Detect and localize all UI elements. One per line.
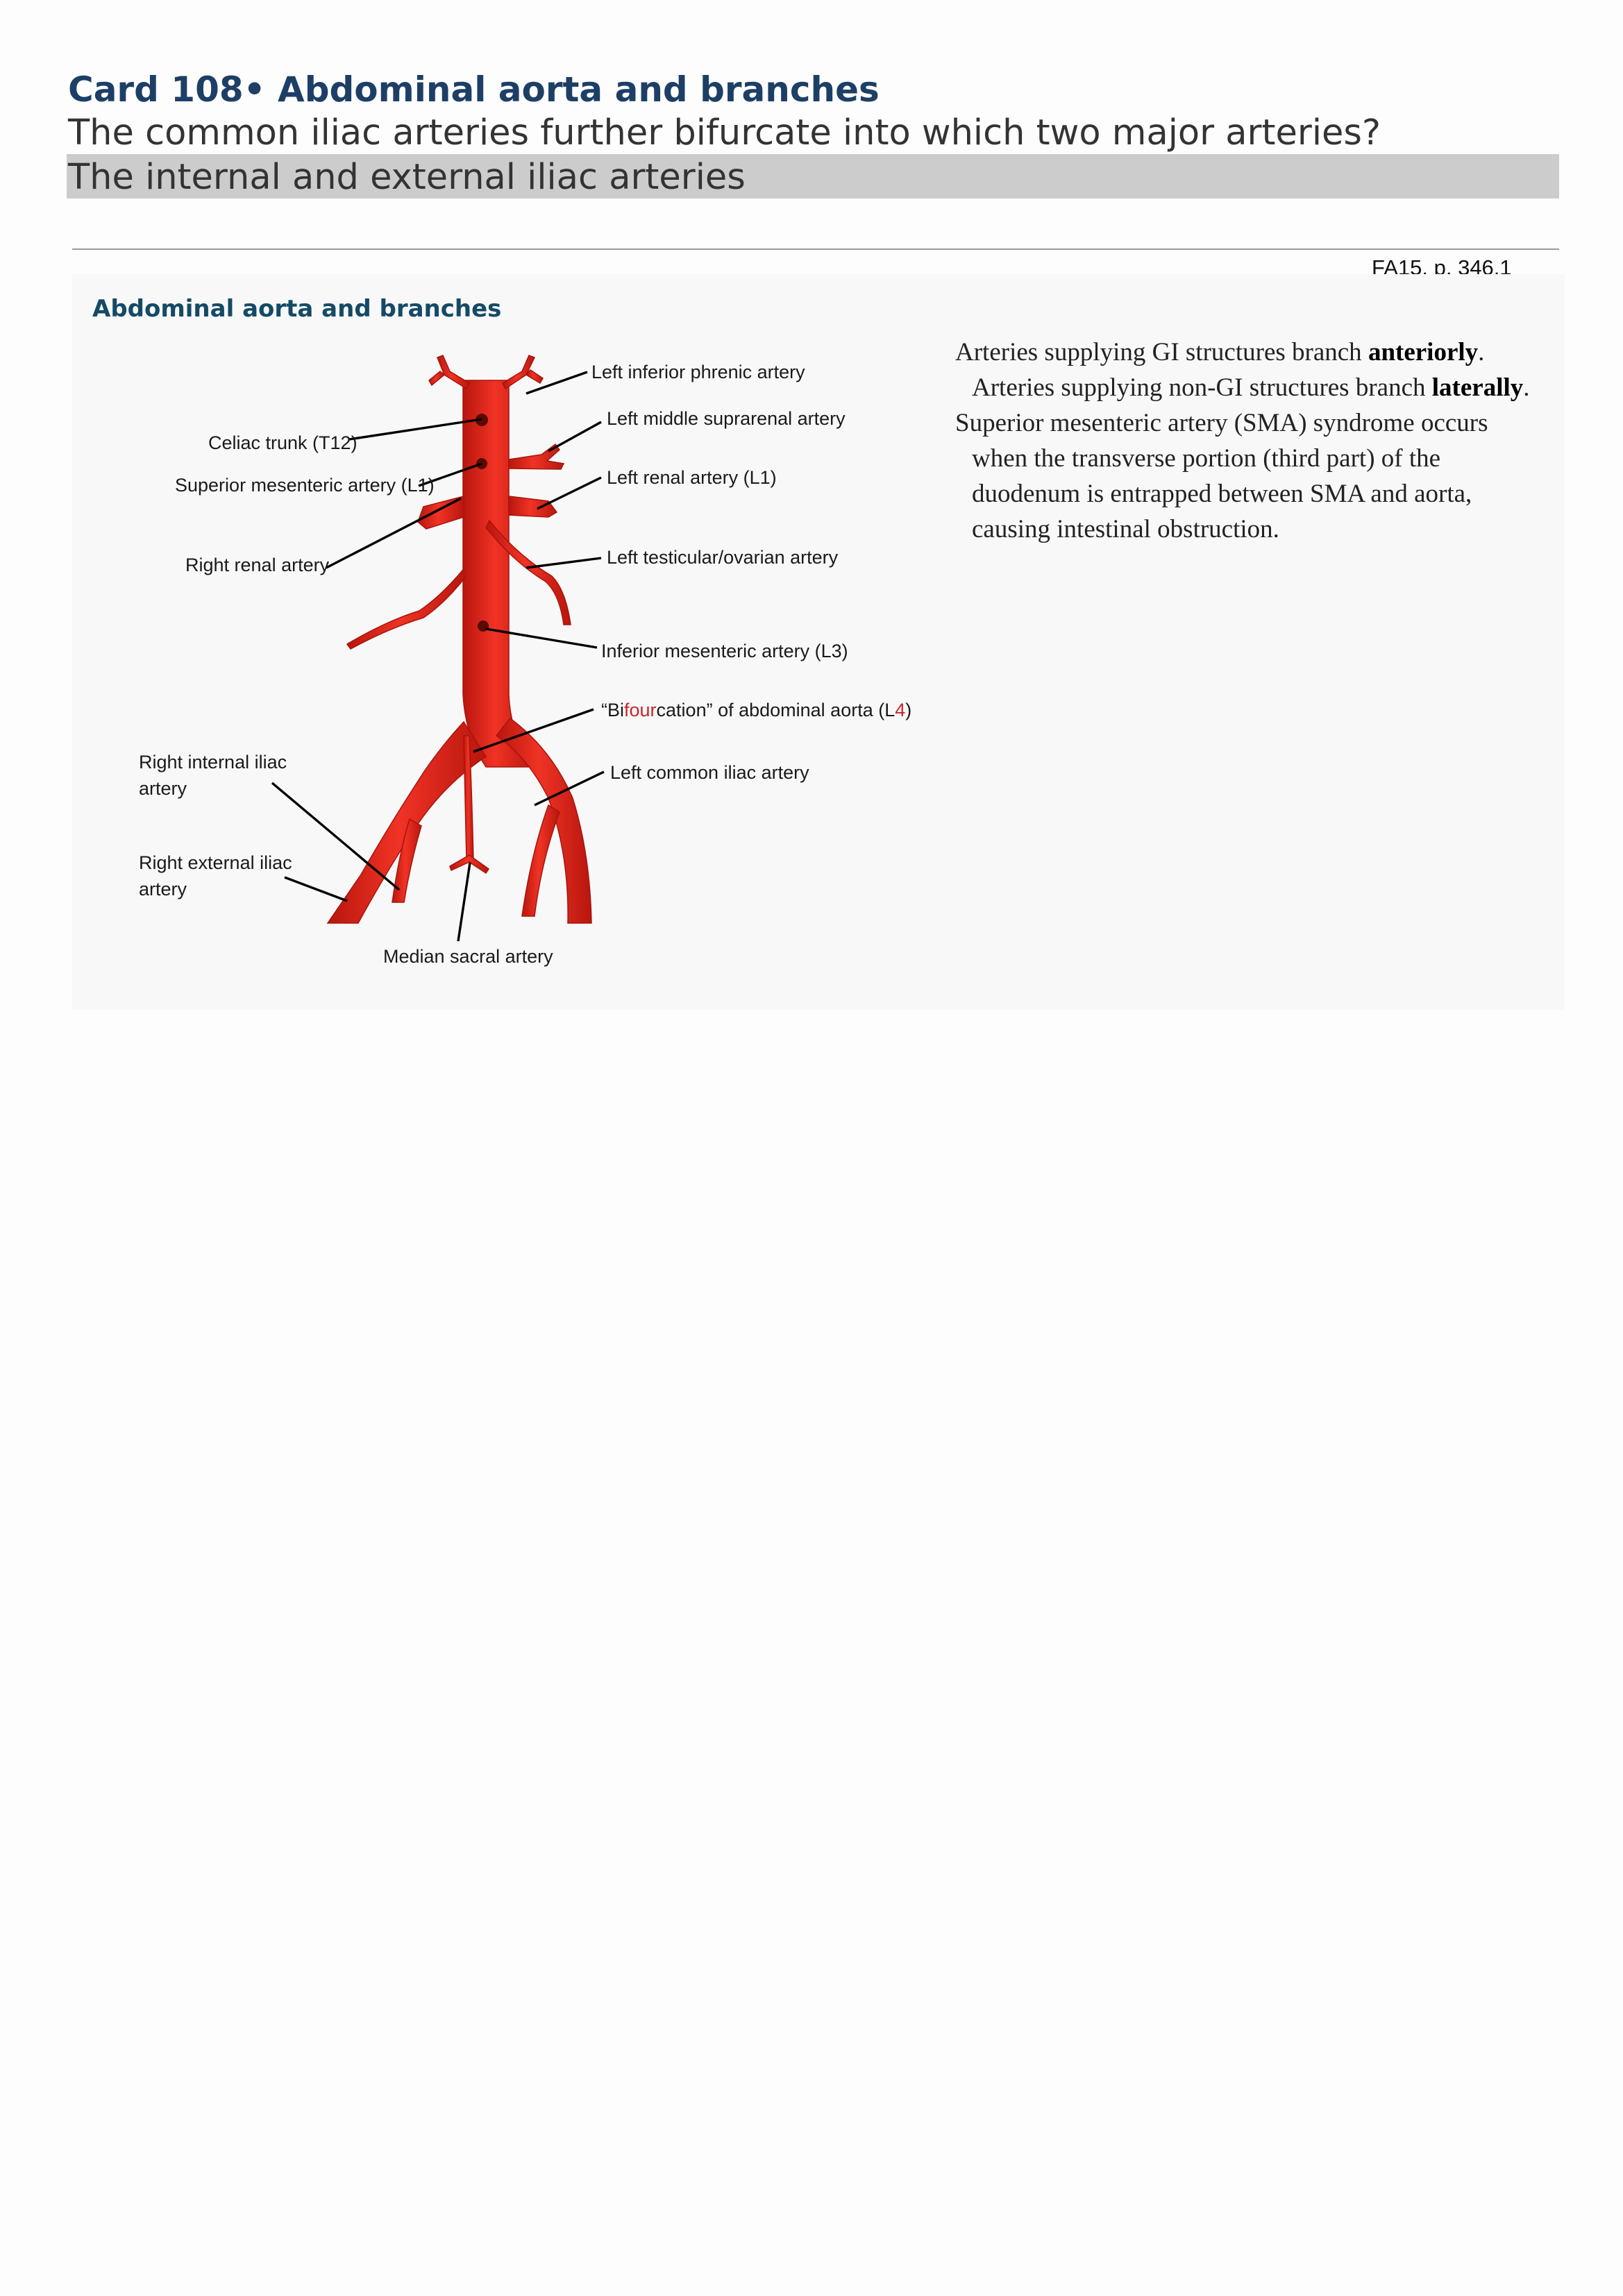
- answer-highlight: [67, 154, 1559, 199]
- label-left-common-iliac: Left common iliac artery: [610, 762, 809, 783]
- notes-column: Arteries supplying GI structures branch …: [955, 335, 1531, 547]
- card-title: Card 108• Abdominal aorta and branches: [68, 69, 880, 110]
- left-renal-artery: [508, 496, 558, 518]
- figure-heading: Abdominal aorta and branches: [92, 295, 502, 323]
- aorta-diagram: Left inferior phrenic artery Left middle…: [139, 355, 911, 967]
- right-gonadal-artery: [346, 569, 466, 650]
- label-left-renal: Left renal artery (L1): [607, 467, 777, 488]
- label-right-internal-iliac-1: Right internal iliac: [139, 752, 287, 773]
- right-internal-iliac: [392, 818, 422, 903]
- question-text: The common iliac arteries further bifurc…: [68, 112, 1381, 153]
- right-renal-artery: [417, 496, 464, 530]
- label-right-external-iliac-2: artery: [139, 879, 187, 900]
- label-right-renal: Right renal artery: [185, 555, 330, 575]
- note-branching: Arteries supplying GI structures branch …: [955, 338, 1530, 402]
- label-left-inferior-phrenic: Left inferior phrenic artery: [591, 362, 805, 382]
- label-celiac-trunk: Celiac trunk (T12): [208, 432, 358, 453]
- label-ima: Inferior mesenteric artery (L3): [601, 641, 848, 661]
- abdominal-aorta: [462, 380, 536, 768]
- label-sma: Superior mesenteric artery (L1): [175, 475, 435, 496]
- label-left-middle-suprarenal: Left middle suprarenal artery: [607, 408, 846, 429]
- left-iliac-artery: [495, 717, 592, 924]
- label-right-internal-iliac-2: artery: [139, 778, 187, 799]
- label-right-external-iliac-1: Right external iliac: [139, 852, 292, 873]
- label-bifurcation: “Bifourcation” of abdominal aorta (L4): [601, 700, 911, 720]
- divider: [72, 248, 1559, 250]
- right-iliac-artery: [326, 720, 487, 924]
- label-left-gonadal: Left testicular/ovarian artery: [607, 547, 839, 568]
- label-median-sacral: Median sacral artery: [383, 946, 553, 967]
- leader-lines: [271, 371, 605, 942]
- artery-illustration: [326, 355, 592, 924]
- note-sma-syndrome: Superior mesenteric artery (SMA) syndrom…: [955, 409, 1488, 543]
- right-phrenic-artery: [437, 355, 470, 390]
- figure-panel: [72, 274, 1565, 1010]
- left-gonadal-artery: [485, 519, 571, 625]
- left-internal-iliac: [521, 804, 560, 917]
- answer-text: The internal and external iliac arteries: [68, 157, 746, 198]
